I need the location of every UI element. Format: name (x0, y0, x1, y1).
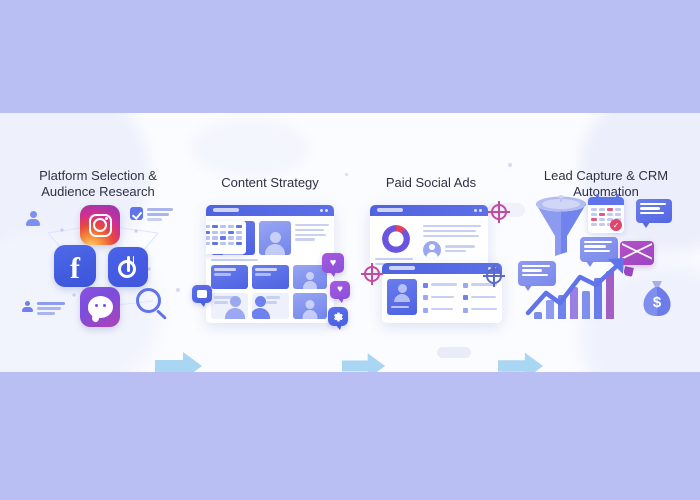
chat-bubble-icon[interactable] (636, 199, 672, 228)
ads-metric-rows (423, 279, 497, 315)
user-profile-icon (26, 211, 40, 226)
checkbox-icon (130, 207, 143, 220)
bar-chart (534, 267, 614, 319)
content-tile[interactable] (252, 265, 289, 290)
ad-creative-tile[interactable] (387, 279, 417, 315)
avatar (302, 299, 318, 320)
bar-2 (546, 300, 554, 319)
instagram-icon[interactable] (80, 205, 120, 245)
window-title-bar (370, 205, 488, 216)
check-badge: ✓ (610, 219, 622, 231)
decorative-dot (176, 288, 180, 292)
bottom-band (0, 372, 700, 500)
content-tile[interactable] (211, 265, 248, 290)
ads-browser-window[interactable] (370, 205, 488, 271)
funnel-icon (536, 195, 586, 256)
stage-title: Lead Capture & CRM Automation (543, 168, 669, 199)
trend-arrow (525, 258, 624, 316)
bar-6 (594, 278, 602, 319)
flow-canvas: Platform Selection & Audience Research f (0, 113, 700, 372)
ads-browser-window-secondary[interactable] (382, 263, 502, 323)
calendar-check-icon: ✓ (588, 197, 624, 233)
chat-bubble-icon[interactable] (580, 237, 618, 267)
avatar (265, 231, 285, 255)
bar-3 (558, 294, 566, 319)
avatar (252, 295, 271, 320)
content-text-lines (211, 259, 329, 262)
instagram-glyph (88, 213, 112, 237)
bar-1 (534, 311, 542, 319)
calendar-header (588, 197, 624, 205)
money-bag-icon: $ (643, 281, 671, 316)
envelope-body (620, 241, 654, 265)
messenger-icon[interactable] (80, 287, 120, 327)
content-tile[interactable] (293, 265, 327, 290)
tiktok-icon[interactable] (108, 247, 148, 287)
stage-title: Content Strategy (221, 175, 319, 190)
calendar-grid (206, 225, 242, 246)
ads-text-lines (423, 221, 483, 268)
content-tile[interactable] (211, 293, 248, 320)
calendar-icon (206, 221, 246, 254)
stage-title: Paid Social Ads (385, 175, 477, 190)
chat-bubble-icon[interactable] (192, 285, 212, 307)
stage-lead-capture-crm[interactable]: Lead Capture & CRM Automation (512, 113, 700, 372)
window-content (382, 274, 502, 320)
target-crosshair-icon (361, 263, 383, 285)
user-avatar-icon (423, 240, 441, 259)
decorative-dot (508, 163, 512, 167)
bar-4 (570, 287, 578, 319)
window-title-bar (206, 205, 334, 216)
avatar (225, 295, 246, 320)
stage-title: Platform Selection & Audience Research (39, 168, 157, 199)
person-icon (22, 301, 33, 312)
gear-glyph (334, 312, 343, 321)
envelope-icon[interactable] (620, 241, 656, 277)
window-controls[interactable] (473, 209, 482, 212)
avatar (303, 271, 317, 290)
calendar-pin (596, 194, 599, 201)
money-symbol: $ (653, 294, 662, 311)
facebook-icon[interactable]: f (54, 245, 96, 287)
heart-bubble-icon[interactable]: ♥ (330, 281, 350, 303)
social-icon-cluster: f (18, 203, 183, 327)
heart-bubble-icon[interactable]: ♥ (322, 253, 344, 277)
calendar-pin (616, 194, 619, 201)
stage-paid-social-ads[interactable]: Paid Social Ads (352, 113, 510, 372)
arrow-1 (155, 352, 202, 372)
checklist-icon (130, 207, 173, 221)
decorative-dot (345, 173, 348, 176)
audience-record-icon (22, 301, 65, 315)
content-browser-window[interactable] (206, 205, 334, 323)
content-tile[interactable] (259, 221, 291, 255)
donut-chart (382, 225, 410, 253)
messenger-glyph (87, 296, 113, 318)
chat-bubble-icon[interactable] (518, 261, 556, 291)
stage-platform-selection[interactable]: Platform Selection & Audience Research f (0, 113, 196, 372)
facebook-glyph: f (70, 252, 80, 285)
content-text-lines (295, 221, 329, 255)
magnifier-icon[interactable] (136, 288, 170, 322)
donut-chart-icon (375, 221, 417, 268)
growth-chart-icon (524, 253, 644, 319)
arrow-3 (498, 352, 544, 372)
content-tile[interactable] (293, 293, 327, 320)
window-controls[interactable] (319, 209, 328, 212)
target-crosshair-icon (488, 201, 510, 223)
gear-icon[interactable] (328, 307, 348, 330)
bar-7 (606, 270, 614, 319)
arrow-2 (342, 353, 386, 372)
bar-5 (582, 291, 590, 319)
tiktok-glyph (118, 256, 138, 278)
content-tile[interactable] (252, 293, 289, 320)
top-band (0, 0, 700, 113)
decorative-chip (437, 347, 471, 358)
target-crosshair-icon (483, 265, 505, 287)
stage-content-strategy[interactable]: Content Strategy (190, 113, 350, 372)
